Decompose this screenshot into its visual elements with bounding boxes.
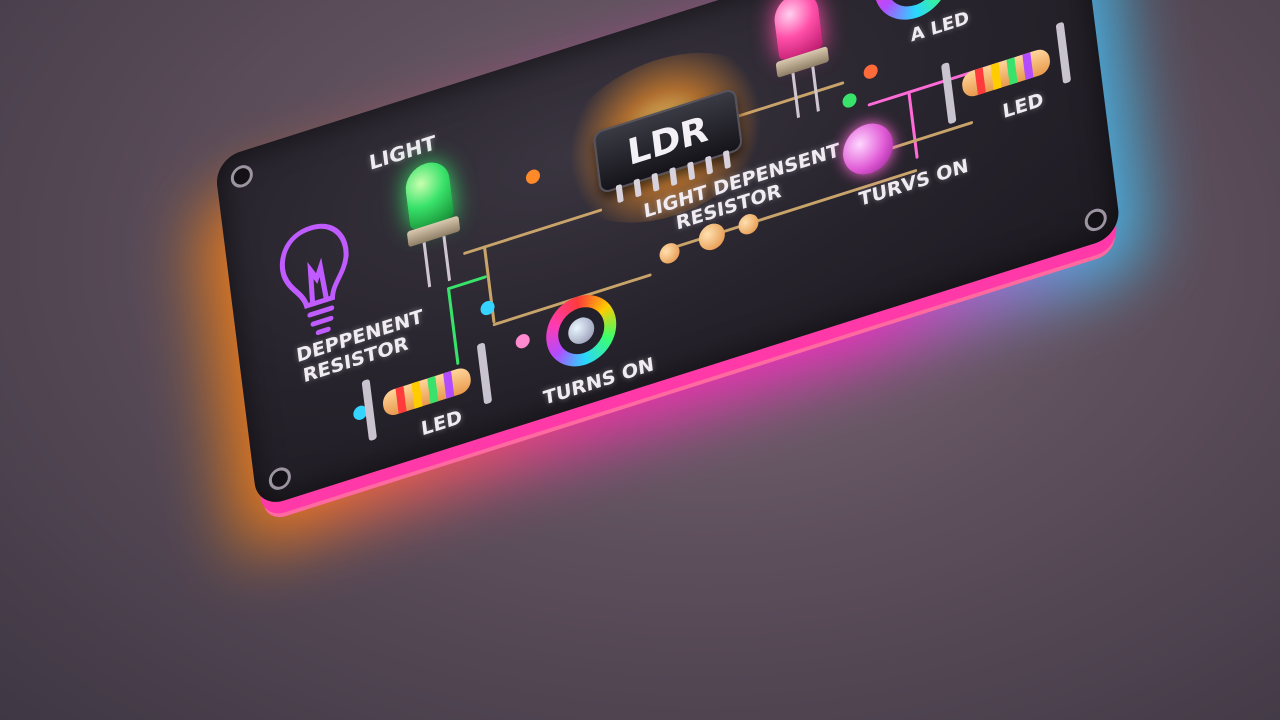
circuit-board: LIGHT DEPPENENT RESISTOR LED [214, 0, 1122, 509]
mount-hole [1083, 205, 1109, 234]
trace [907, 90, 919, 160]
ldr-chip-label: LDR [625, 108, 711, 174]
right-led-label: LED [1001, 88, 1045, 124]
resistor-post [1055, 21, 1072, 85]
pink-ball [840, 116, 896, 182]
solder-dot [841, 91, 858, 110]
solder-dot [525, 167, 541, 186]
solder-dot [862, 62, 879, 81]
mount-hole [267, 464, 293, 493]
trace [446, 275, 487, 291]
mount-hole [229, 162, 255, 191]
bead [658, 240, 681, 267]
resistor-post [476, 342, 493, 405]
led-icon [772, 0, 830, 119]
ring-led-icon [542, 285, 621, 376]
led-icon [403, 156, 461, 288]
led-leg [422, 242, 432, 288]
led-leg [442, 235, 452, 282]
circuit-board-wrap: LIGHT DEPPENENT RESISTOR LED [199, 0, 1147, 554]
bead [737, 211, 760, 238]
trace [446, 286, 460, 366]
solder-dot [514, 332, 531, 351]
left-led-label: LED [419, 406, 464, 441]
resistor-post [940, 61, 957, 125]
lightbulb-icon [279, 223, 349, 336]
